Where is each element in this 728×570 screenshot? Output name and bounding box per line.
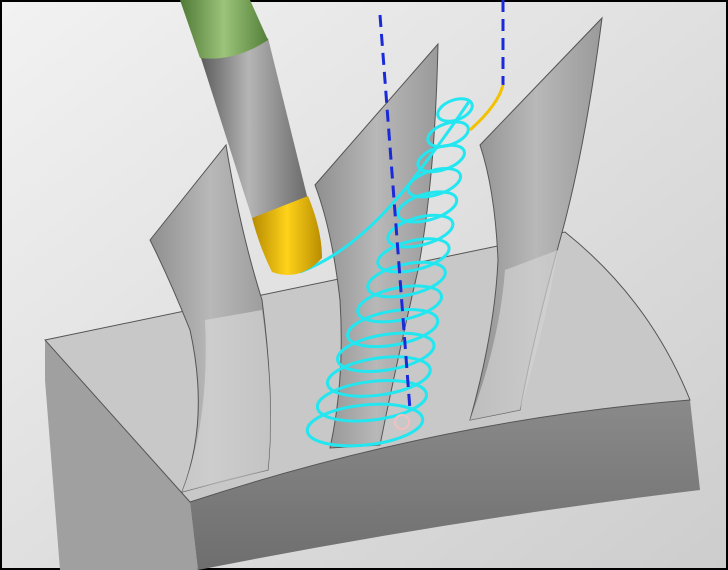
toolpath-loop — [386, 213, 455, 249]
toolpath-loop — [315, 379, 428, 423]
toolpath-connector — [299, 99, 472, 274]
toolpath-loop — [325, 355, 432, 398]
tool-holder — [180, 0, 268, 59]
toolpath-end-marker — [394, 414, 410, 430]
lead-in-path — [469, 84, 505, 132]
blade-right-fillet — [470, 250, 558, 420]
toolpath-loops — [299, 97, 474, 448]
blade-left-fillet — [182, 310, 271, 492]
cutting-tool — [180, 0, 322, 275]
toolpath-loop — [396, 190, 459, 224]
toolpath-loop — [305, 402, 425, 448]
toolpath-loop — [406, 167, 463, 199]
toolpath-loop — [336, 331, 436, 373]
toolpath-loop — [376, 237, 451, 274]
tool-shaft — [200, 38, 308, 218]
tool-axis-dashed-line — [378, 14, 412, 411]
tool-tip — [252, 196, 322, 275]
toolpath-loop — [346, 308, 440, 349]
block-left-face — [45, 340, 198, 570]
block-front-face — [190, 400, 700, 570]
toolpath-loop — [366, 260, 447, 299]
